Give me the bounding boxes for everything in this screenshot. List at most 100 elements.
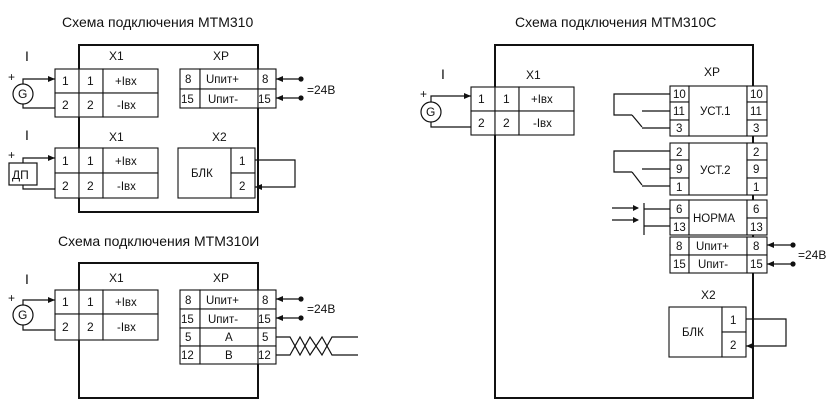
mtm310-x1b-ext-pin1: [54, 147, 80, 174]
mtm310i-xp-label: XP: [213, 271, 229, 285]
ust1-block: [688, 85, 748, 137]
pin-label: 10: [750, 89, 763, 101]
ust2-label: УСТ.2: [700, 165, 731, 177]
wire: [22, 299, 55, 305]
pin-label: 2: [87, 320, 94, 334]
pin-label: 1: [87, 74, 94, 88]
signal-label: -Iвх: [117, 181, 136, 193]
mtm310-x1a-sig2: [102, 92, 159, 118]
arrow-icon: [48, 297, 55, 303]
cell: [230, 172, 256, 199]
pin-label: 5: [262, 332, 268, 344]
plus-sign: +: [420, 87, 427, 101]
rs485-twisted-line-a: [276, 335, 358, 357]
relay2-switch-icon: [631, 171, 643, 186]
plus-sign: +: [8, 148, 15, 162]
pin-label: 9: [676, 164, 682, 176]
pin-label: 3: [753, 123, 759, 135]
pin-label: 1: [62, 154, 69, 168]
mtm310-x2-label: X2: [212, 130, 227, 144]
terminal-dot: [298, 315, 304, 321]
pin-label: 8: [753, 241, 759, 253]
pin-label: 12: [258, 350, 271, 362]
pin-label: 8: [185, 74, 191, 86]
mtm310-housing: [78, 44, 259, 213]
plus-sign: +: [8, 70, 15, 84]
mtm310c-x1-label: X1: [526, 68, 541, 82]
generator-letter: G: [426, 105, 435, 119]
pin-label: 15: [750, 259, 763, 271]
signal-label: Uпит+: [206, 74, 239, 86]
pin-label: 15: [258, 94, 271, 106]
pin-label: 11: [750, 106, 762, 118]
cell: [721, 306, 747, 333]
pin-label: 1: [478, 92, 485, 106]
signal-label: B: [225, 350, 233, 362]
pin-label: 2: [753, 147, 759, 159]
cell: [78, 313, 104, 341]
scheme-mtm310c: Схема подключения МТМ310С X1 1 2 1 2 +Iв…: [420, 14, 826, 399]
signal-label: Uпит-: [208, 94, 238, 106]
scheme-mtm310i: Схема подключения МТМ310И X1 1 2 1 2 +Iв…: [8, 233, 358, 399]
pin-label: 6: [753, 204, 759, 216]
mtm310-x1-bottom-label: X1: [109, 130, 124, 144]
relay2-contact-wire: [613, 150, 670, 173]
cell: [746, 177, 768, 196]
norma-label: НОРМА: [693, 213, 735, 225]
pin-label: 2: [503, 116, 510, 130]
signal-label: Uпит+: [696, 241, 729, 253]
wire: [22, 104, 55, 109]
cell: [470, 110, 496, 136]
arrow-icon: [633, 205, 639, 211]
mtm310-x1-top-label: X1: [109, 49, 124, 63]
scheme-mtm310: Схема подключения МТМ310 X1 1 2 1 2 +Iвх…: [8, 14, 335, 213]
pin-label: 2: [87, 98, 94, 112]
pin-label: 2: [478, 116, 485, 130]
arrow-icon: [767, 242, 774, 248]
mtm310-x1b-sig1: [102, 147, 159, 174]
arrow-icon: [746, 343, 753, 349]
mtm310-x1b-sig2: [102, 172, 159, 199]
cell: [102, 289, 159, 315]
pin-label: 15: [181, 314, 194, 326]
rs485-twisted-line-b: [276, 335, 358, 357]
scheme-mtm310i-title: Схема подключения МТМ310И: [58, 233, 259, 249]
terminal-dot: [298, 76, 304, 82]
wire: [430, 122, 471, 128]
wire: [22, 185, 55, 190]
signal-label: +Iвх: [115, 297, 137, 309]
wire: [22, 325, 55, 331]
mtm310c-xp-label: XP: [704, 65, 720, 79]
arrow-icon: [276, 76, 283, 82]
pin-label: 1: [62, 295, 69, 309]
cell: [746, 217, 768, 236]
cell: [54, 313, 80, 341]
relay1-contact-wire: [613, 93, 670, 116]
cell: [518, 110, 575, 136]
arrow-icon: [276, 296, 283, 302]
signal-label: +Iвх: [115, 76, 137, 88]
arrow-icon: [464, 93, 471, 99]
signal-label: +Iвх: [531, 94, 553, 106]
current-label: I: [25, 127, 29, 143]
cell: [102, 313, 159, 341]
pin-label: 1: [62, 74, 69, 88]
terminal-dot: [298, 95, 304, 101]
mtm310c-x2-label: X2: [701, 288, 716, 302]
pin-label: 11: [673, 106, 685, 118]
signal-label: -Iвх: [533, 118, 552, 130]
blk-label: БЛК: [191, 168, 213, 180]
terminal-dot: [298, 296, 304, 302]
generator-letter: G: [18, 87, 27, 101]
norma-block: [688, 199, 748, 236]
ust1-label: УСТ.1: [700, 106, 731, 118]
wire: [430, 95, 471, 102]
pin-label: 10: [673, 89, 686, 101]
pin-label: 13: [673, 222, 686, 234]
arrow-icon: [276, 95, 283, 101]
pin-label: 8: [676, 241, 682, 253]
current-label: I: [25, 271, 29, 287]
pin-label: 6: [676, 204, 682, 216]
mtm310-x1b-int-pin1: [78, 147, 104, 174]
